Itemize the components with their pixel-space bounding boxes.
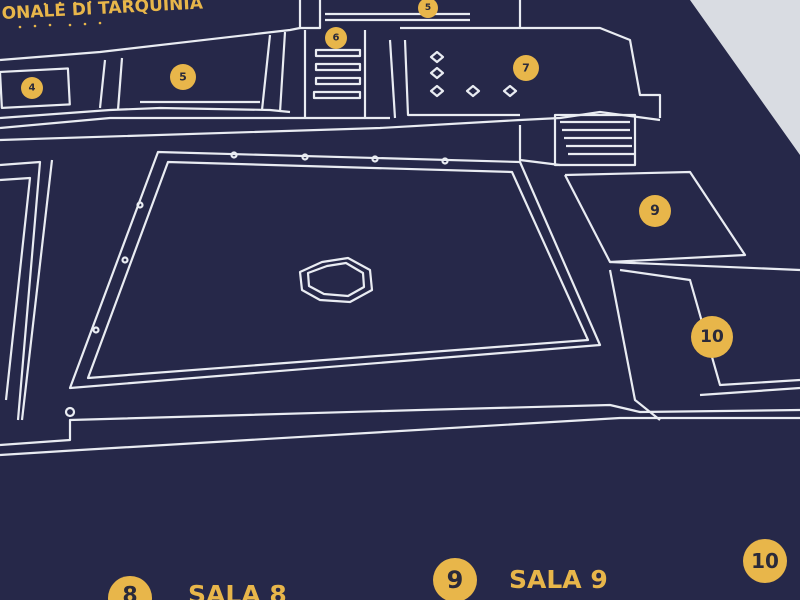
room-marker-4[interactable]: 4: [21, 77, 43, 99]
legend-item-10: 10: [743, 539, 787, 583]
braille-dots: [18, 0, 102, 29]
svg-text:4: 4: [29, 83, 36, 94]
room-marker-10[interactable]: 10: [691, 316, 733, 358]
wall-background: [690, 0, 800, 155]
walls: [0, 0, 800, 457]
svg-text:7: 7: [522, 62, 530, 75]
svg-text:6: 6: [333, 33, 340, 44]
svg-text:SALA 8: SALA 8: [188, 580, 287, 600]
map-title: ONALE DI TARQUINIA: [1, 0, 204, 24]
room-marker-7[interactable]: 7: [513, 55, 539, 81]
room-marker-5[interactable]: 5: [170, 64, 196, 90]
legend-item-sala-9: 9 SALA 9: [433, 558, 608, 600]
room-marker-9[interactable]: 9: [639, 195, 671, 227]
room-marker-6[interactable]: 6: [325, 27, 347, 49]
svg-text:5: 5: [425, 3, 431, 13]
svg-text:9: 9: [447, 566, 464, 594]
legend-item-sala-8: 8 SALA 8: [108, 576, 287, 600]
svg-text:SALA 9: SALA 9: [509, 565, 608, 594]
room-marker-5-top[interactable]: 5: [418, 0, 438, 18]
svg-text:5: 5: [179, 71, 187, 84]
svg-text:9: 9: [650, 203, 660, 219]
svg-text:8: 8: [122, 584, 137, 600]
svg-text:10: 10: [751, 549, 779, 573]
stairs: [560, 120, 634, 156]
svg-text:10: 10: [700, 327, 724, 347]
